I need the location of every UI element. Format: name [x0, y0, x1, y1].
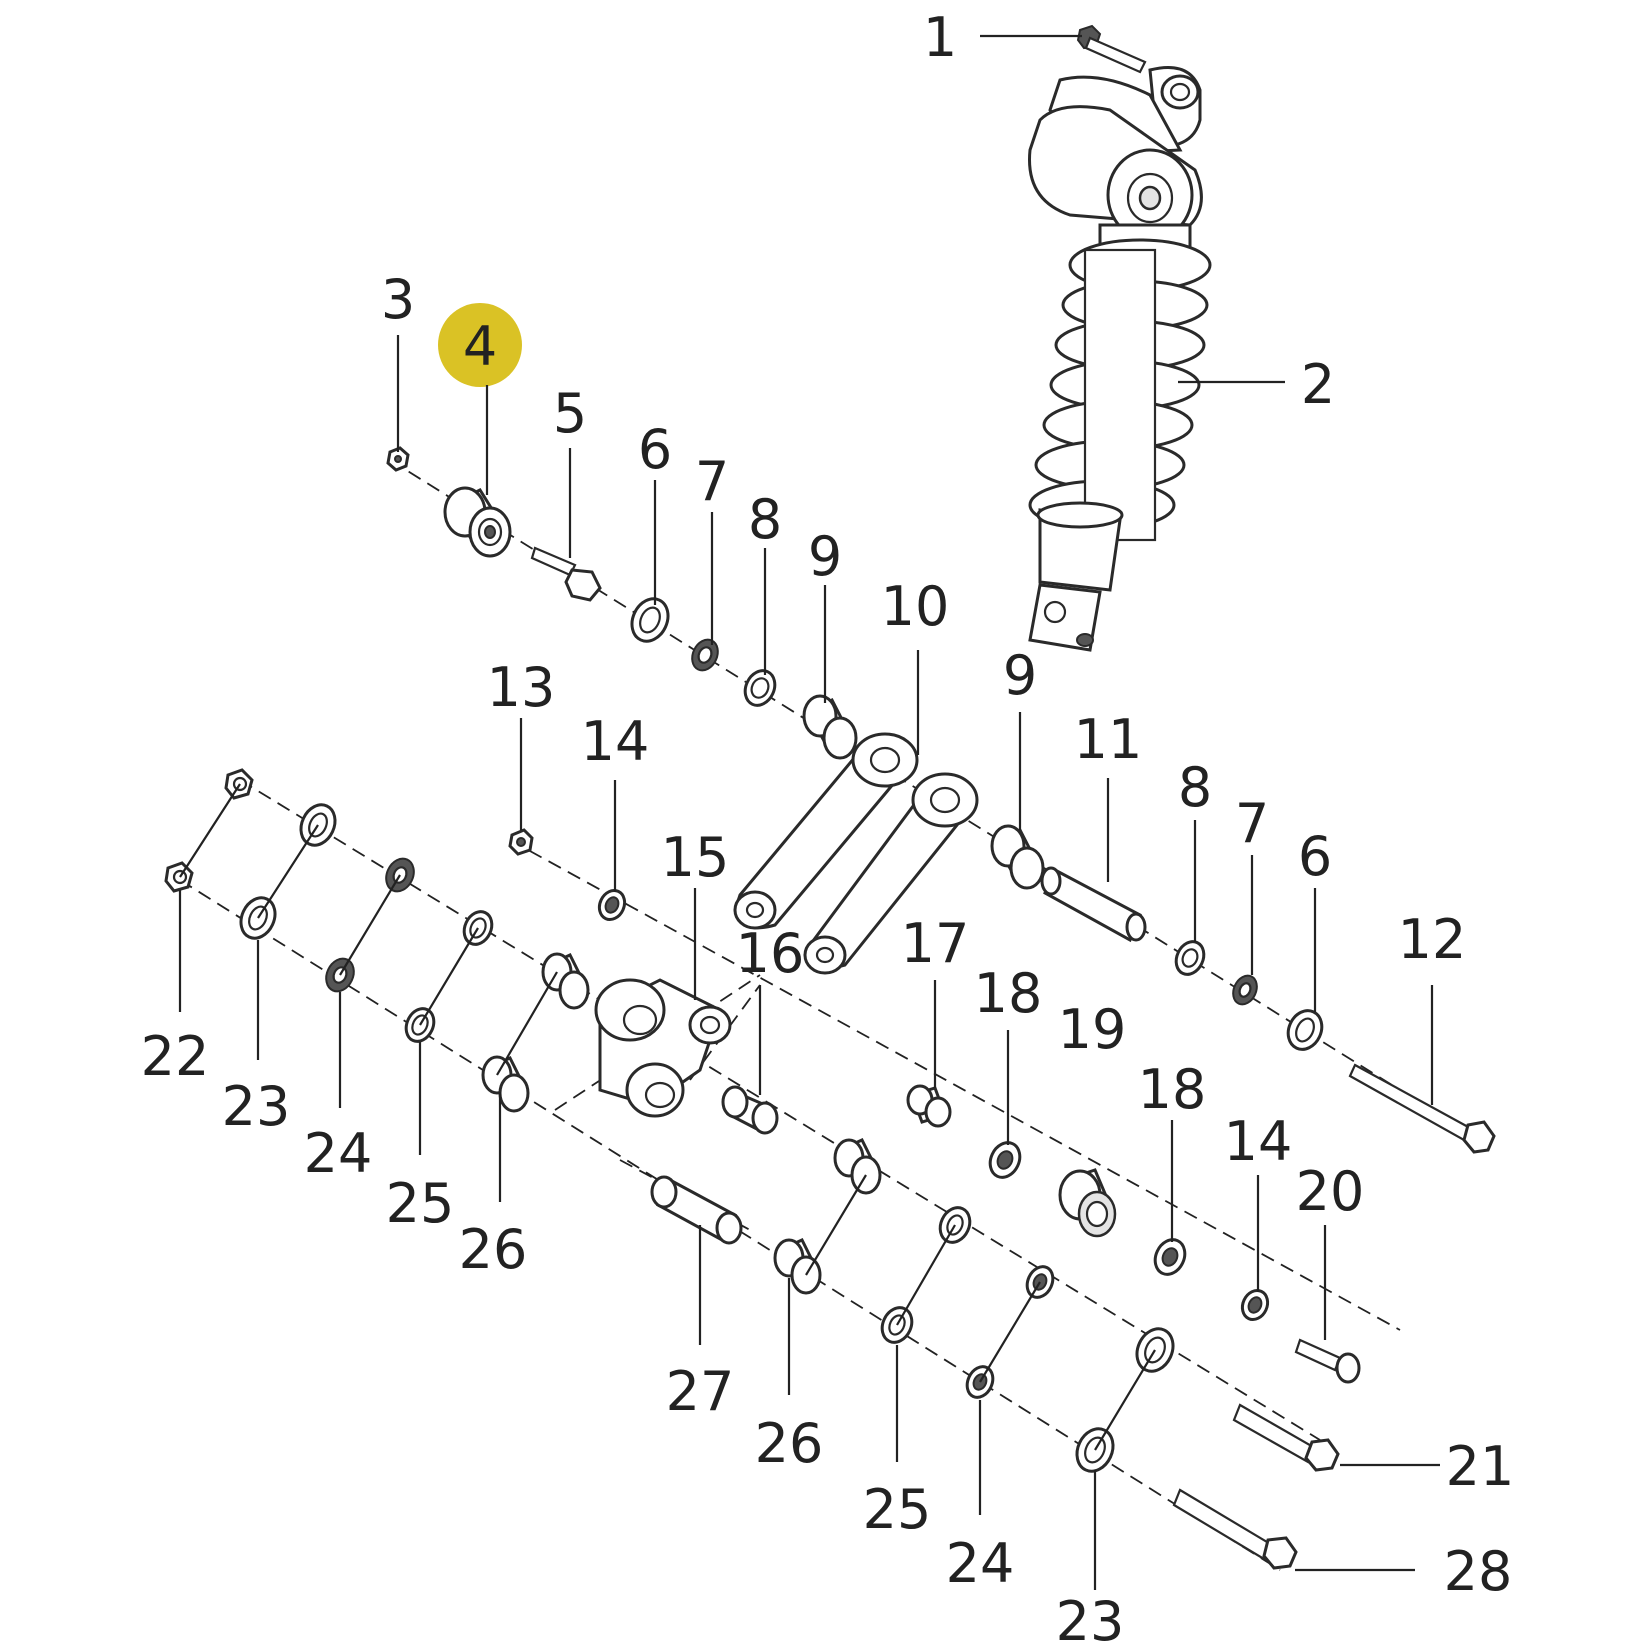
part-26-bushing-upper[interactable]: [541, 952, 590, 1010]
highlight-marker: [438, 303, 522, 387]
callout-3: 3: [381, 268, 415, 331]
part-18a-seal[interactable]: [985, 1138, 1026, 1182]
callout-26b: 26: [755, 1412, 824, 1475]
part-28-bolt[interactable]: [1172, 1488, 1298, 1570]
part-12-bolt[interactable]: [1348, 1063, 1496, 1154]
part-19-needle-bearing[interactable]: [1058, 1168, 1117, 1238]
part-16-sleeve[interactable]: [721, 1085, 779, 1135]
callout-25a: 25: [386, 1172, 455, 1235]
callout-25b: 25: [863, 1478, 932, 1541]
part-26b-bushing-lower[interactable]: [773, 1238, 822, 1295]
part-11-sleeve[interactable]: [1040, 866, 1147, 943]
callout-19: 19: [1058, 998, 1127, 1061]
callout-10: 10: [881, 575, 950, 638]
callout-8b: 8: [1178, 756, 1212, 819]
part-18b-seal[interactable]: [1150, 1235, 1191, 1279]
callout-20: 20: [1296, 1160, 1365, 1223]
callout-22: 22: [141, 1025, 210, 1088]
callout-15: 15: [661, 826, 730, 889]
part-14b-washer[interactable]: [1238, 1286, 1272, 1323]
callout-2: 2: [1301, 353, 1335, 416]
callout-12: 12: [1398, 908, 1467, 971]
part-1-bolt[interactable]: [1076, 24, 1147, 74]
part-6a-seal[interactable]: [625, 593, 674, 647]
part-20-bolt[interactable]: [1294, 1338, 1361, 1384]
callout-7b: 7: [1235, 792, 1269, 855]
part-4-bearing[interactable]: [443, 486, 512, 558]
part-7b-washer[interactable]: [1229, 972, 1262, 1008]
callout-16: 16: [736, 922, 805, 985]
callout-13: 13: [487, 656, 556, 719]
callout-1: 1: [923, 6, 957, 69]
part-21-bolt[interactable]: [1232, 1403, 1340, 1472]
part-9a-bushing[interactable]: [802, 694, 858, 760]
callout-4: 4: [463, 315, 497, 378]
callout-23b: 23: [1056, 1590, 1125, 1652]
part-23-seal-lower[interactable]: [235, 892, 282, 944]
leader-lines: [178, 34, 1440, 1590]
callout-27: 27: [666, 1360, 735, 1423]
assembly-axes: [179, 459, 1481, 1571]
part-13-nut[interactable]: [508, 828, 534, 856]
part-2-shock-absorber[interactable]: [1028, 66, 1212, 652]
part-22-nut-lower[interactable]: [164, 861, 194, 893]
callout-23a: 23: [222, 1075, 291, 1138]
part-6b-seal[interactable]: [1282, 1005, 1328, 1055]
part-8b-washer[interactable]: [1171, 937, 1209, 979]
part-14a-washer[interactable]: [595, 886, 629, 923]
callout-7a: 7: [695, 450, 729, 513]
callout-8a: 8: [748, 488, 782, 551]
callout-21: 21: [1446, 1435, 1515, 1498]
callout-28: 28: [1444, 1540, 1513, 1603]
callout-6a: 6: [638, 418, 672, 481]
part-9b-bushing[interactable]: [990, 824, 1045, 890]
callout-9b: 9: [1003, 644, 1037, 707]
callout-18b: 18: [1138, 1058, 1207, 1121]
callout-17: 17: [901, 912, 970, 975]
callout-6b: 6: [1298, 825, 1332, 888]
callout-18a: 18: [974, 962, 1043, 1025]
callout-14b: 14: [1224, 1110, 1293, 1173]
part-26-bushing-lower[interactable]: [481, 1055, 530, 1113]
part-3-nut[interactable]: [386, 446, 410, 472]
part-8a-washer[interactable]: [740, 666, 781, 710]
part-10-linkage-rod[interactable]: [733, 732, 979, 975]
callout-9a: 9: [808, 525, 842, 588]
callout-labels: 1 2 3 4 5 6 7 8 9 10 9 11 8 7 6 12 13 14…: [141, 6, 1515, 1652]
part-7a-washer[interactable]: [687, 635, 722, 674]
part-5-grease-fitting[interactable]: [530, 546, 602, 602]
callout-11: 11: [1074, 708, 1143, 771]
part-26b-bushing-upper[interactable]: [833, 1138, 882, 1195]
part-27-sleeve[interactable]: [650, 1175, 743, 1245]
callout-24b: 24: [946, 1532, 1015, 1595]
callout-14a: 14: [581, 710, 650, 773]
callout-24a: 24: [304, 1122, 373, 1185]
callout-5: 5: [553, 382, 587, 445]
part-17-bushing[interactable]: [906, 1084, 952, 1128]
part-15-rocker-arm[interactable]: [594, 978, 732, 1118]
callout-26a: 26: [459, 1218, 528, 1281]
